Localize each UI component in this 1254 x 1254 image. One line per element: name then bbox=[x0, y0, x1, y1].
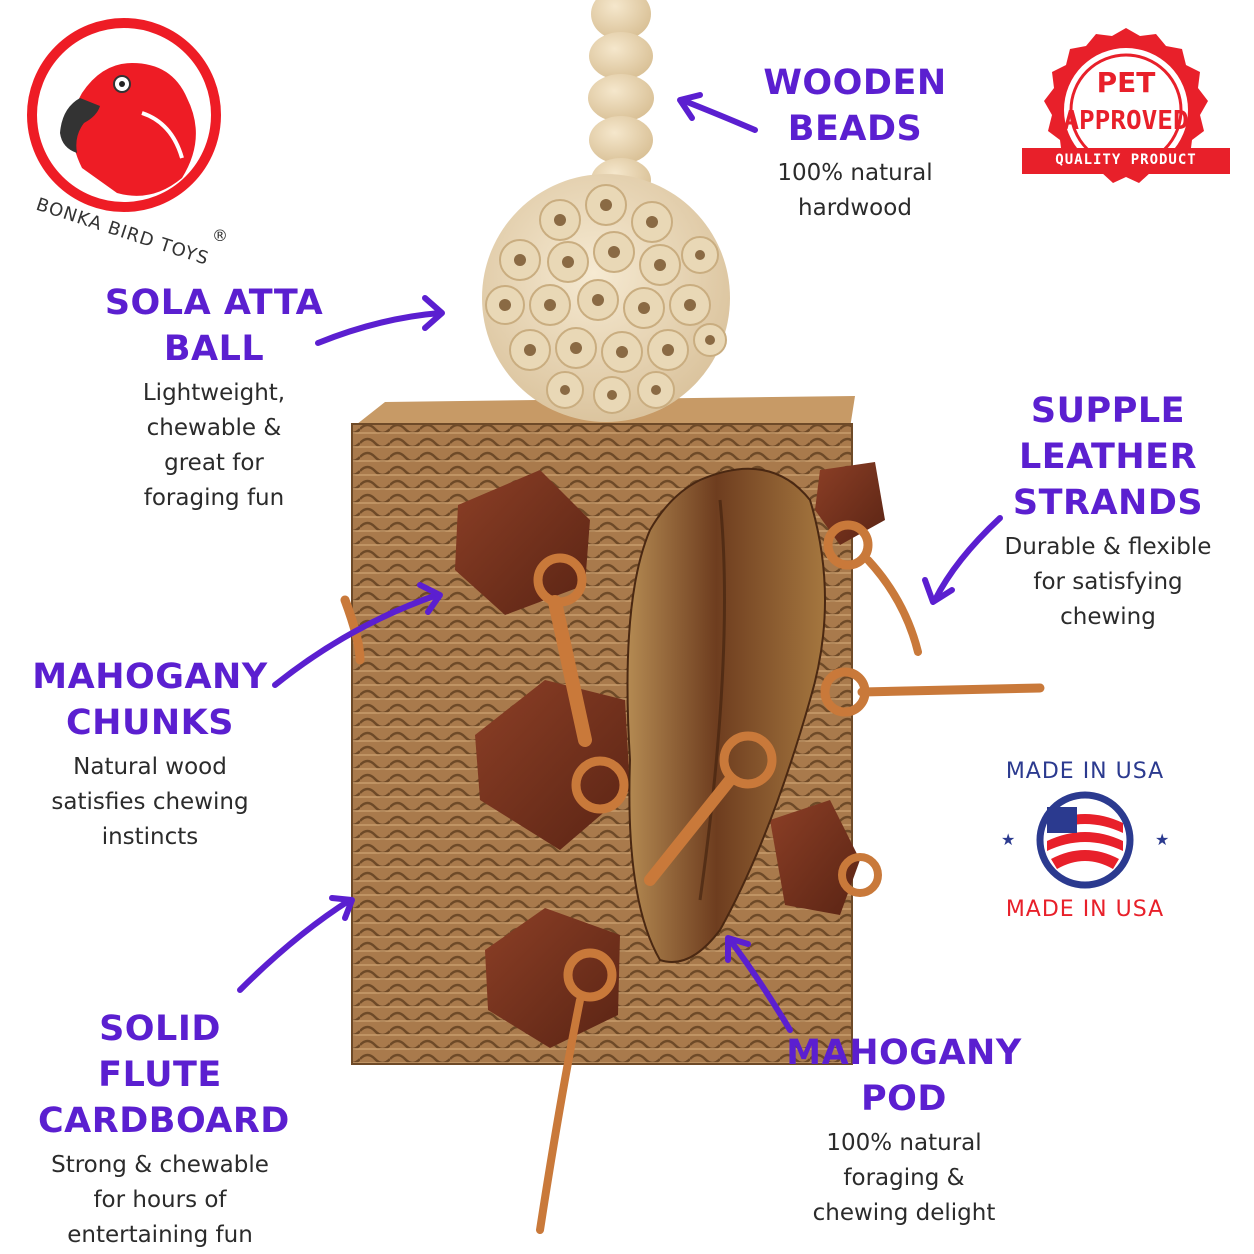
callout-title: MAHOGANY POD bbox=[786, 1033, 1022, 1119]
approved-label: APPROVED bbox=[1063, 106, 1189, 136]
svg-text:★: ★ bbox=[1001, 830, 1015, 849]
callout-arrows bbox=[237, 92, 1003, 1033]
callout-wooden-beads: WOODEN BEADS 100% natural hardwood bbox=[740, 60, 970, 226]
callout-description: Strong & chewable for hours of entertain… bbox=[51, 1152, 269, 1248]
made-in-usa-bottom: MADE IN USA bbox=[1005, 897, 1165, 922]
made-in-usa-top: MADE IN USA bbox=[1005, 759, 1165, 784]
callout-description: Lightweight, chewable & great for foragi… bbox=[142, 380, 286, 511]
sola-atta-ball bbox=[482, 174, 730, 422]
leather-strands bbox=[340, 520, 1045, 1234]
callout-sola-atta-ball: SOLA ATTA BALL Lightweight, chewable & g… bbox=[92, 280, 336, 516]
callout-title: SOLA ATTA BALL bbox=[104, 283, 324, 369]
quality-product-label: QUALITY PRODUCT bbox=[1055, 152, 1197, 168]
parrot-logo-icon bbox=[27, 18, 221, 212]
pet-label: PET bbox=[1096, 66, 1156, 99]
callout-title: SUPPLE LEATHER STRANDS bbox=[1012, 391, 1204, 523]
callout-title: SOLID FLUTE CARDBOARD bbox=[38, 1009, 290, 1141]
made-in-usa-badge: ★ ★ MADE IN USA MADE IN USA bbox=[985, 745, 1185, 945]
registered-mark: ® bbox=[212, 226, 228, 245]
svg-text:★: ★ bbox=[1155, 830, 1169, 849]
callout-description: 100% natural hardwood bbox=[777, 160, 933, 221]
callout-description: Durable & flexible for satisfying chewin… bbox=[1004, 534, 1212, 630]
callout-mahogany-chunks: MAHOGANY CHUNKS Natural wood satisfies c… bbox=[28, 654, 272, 855]
seal-icon bbox=[1022, 28, 1230, 183]
pet-approved-badge: PET APPROVED QUALITY PRODUCT bbox=[1020, 22, 1232, 222]
callout-solid-flute-cardboard: SOLID FLUTE CARDBOARD Strong & chewable … bbox=[38, 1006, 290, 1253]
callout-title: WOODEN BEADS bbox=[763, 63, 947, 149]
usa-flag-icon: ★ ★ bbox=[1001, 791, 1169, 889]
callout-supple-leather-strands: SUPPLE LEATHER STRANDS Durable & flexibl… bbox=[992, 388, 1224, 635]
callout-description: Natural wood satisfies chewing instincts bbox=[51, 754, 249, 850]
brand-logo: BONKA BIRD TOYS ® bbox=[22, 18, 228, 270]
callout-description: 100% natural foraging & chewing delight bbox=[812, 1130, 996, 1226]
callout-mahogany-pod: MAHOGANY POD 100% natural foraging & che… bbox=[786, 1030, 1022, 1231]
callout-title: MAHOGANY CHUNKS bbox=[32, 657, 268, 743]
wooden-beads bbox=[588, 0, 654, 202]
